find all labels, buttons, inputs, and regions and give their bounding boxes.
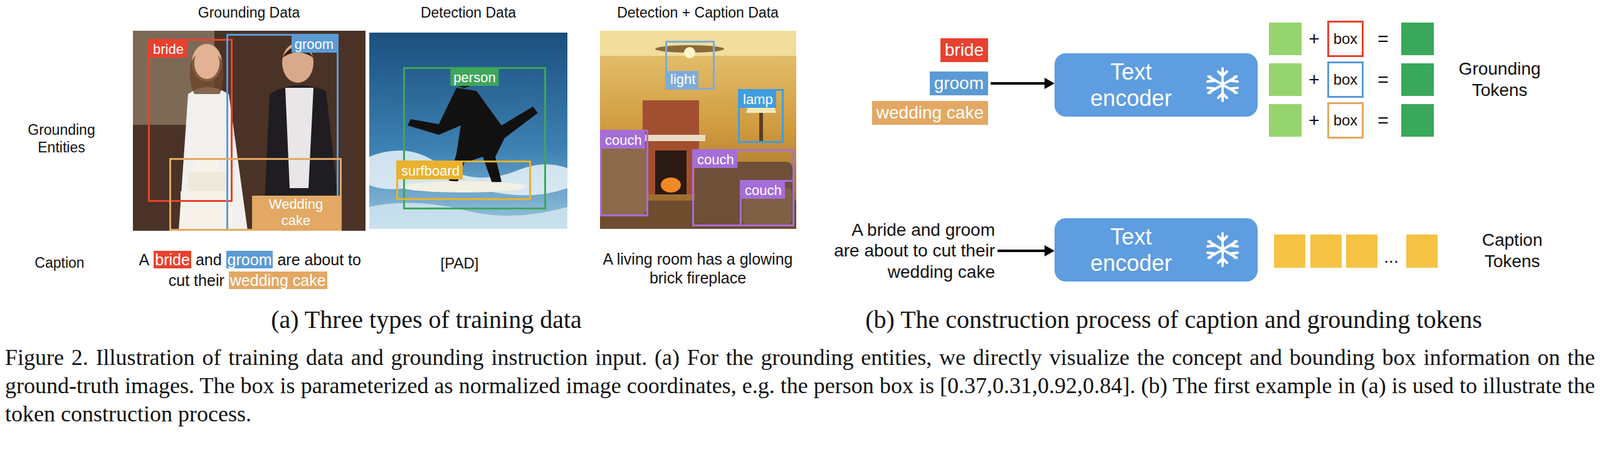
node-text: A bride and groom are about to cut their… <box>824 219 995 283</box>
caption-word: and <box>195 250 222 269</box>
entity-chip: groom <box>929 71 989 96</box>
entity-token <box>1268 22 1302 56</box>
node-text: groom <box>291 35 337 53</box>
figure-caption: Figure 2. Illustration of training data … <box>5 343 1595 429</box>
highlighted-entity: wedding cake <box>228 271 328 290</box>
text-label: Detection + Caption Data <box>616 4 779 22</box>
caption-token <box>1273 234 1306 268</box>
text-encoder-box: Text encoder <box>1054 53 1258 117</box>
text-label: Grounding Tokens <box>1449 58 1550 101</box>
caption-token <box>1406 234 1438 268</box>
caption-sentence: Abrideandgroomare about to cut theirwedd… <box>136 249 362 291</box>
entity-chip: wedding cake <box>872 100 989 125</box>
node-text: Text encoder <box>1077 58 1185 111</box>
living-room-photo <box>600 30 797 229</box>
surf-photo <box>369 32 568 229</box>
bounding-box: Wedding cake <box>169 157 342 231</box>
snowflake-icon <box>1207 68 1238 101</box>
text-label: Caption Tokens <box>1471 229 1553 272</box>
node-text: lamp <box>739 90 777 108</box>
node-text: box <box>1333 111 1358 130</box>
node-text: couch <box>741 181 785 199</box>
grounding-token <box>1401 22 1434 56</box>
text-label: Grounding Data <box>198 4 300 22</box>
entity-token <box>1268 63 1302 96</box>
text-label: + <box>1308 109 1320 132</box>
couch-shape <box>600 147 647 216</box>
ceiling <box>600 30 797 56</box>
groom-shirt <box>285 87 314 189</box>
arrow-connector <box>997 245 1055 257</box>
wedding-photo <box>132 30 366 231</box>
bounding-box: lamp <box>737 89 784 143</box>
caption-token <box>1310 234 1342 268</box>
text-label: = <box>1377 109 1389 132</box>
caption-word: A <box>139 250 150 269</box>
node-text: couch <box>601 131 646 149</box>
node-text: Wedding cake <box>252 195 340 229</box>
cake-tier <box>188 172 226 192</box>
arrow-line <box>990 82 1046 85</box>
bounding-box: bride <box>147 38 233 202</box>
text-encoder-box: Text encoder <box>1054 218 1258 282</box>
text-label: Caption <box>34 254 85 273</box>
fire <box>660 177 681 193</box>
grounding-token <box>1401 104 1434 137</box>
arrow-head <box>1044 245 1055 257</box>
box-token: box <box>1327 61 1364 98</box>
text-label: A living room has a glowing brick firepl… <box>600 249 795 288</box>
node-text: groom <box>934 72 984 95</box>
text-label: Detection Data <box>420 4 516 22</box>
node-text: bride <box>944 39 984 61</box>
box-token: box <box>1327 102 1364 139</box>
lamp-stand <box>759 112 764 142</box>
highlighted-entity: bride <box>153 250 192 269</box>
snowflake-icon <box>1207 233 1238 266</box>
brick-fireplace <box>642 100 700 195</box>
caption-token <box>1346 234 1378 268</box>
text-label: ... <box>1383 246 1399 268</box>
node-text: person <box>450 68 499 86</box>
entity-chip: bride <box>940 38 989 63</box>
fireplace-opening <box>655 150 687 195</box>
arrow-head <box>1044 77 1055 90</box>
node-text: surfboard <box>398 162 463 180</box>
text-label: + <box>1308 68 1320 91</box>
node-text: bride <box>149 40 187 58</box>
surfboard-shape <box>401 181 527 193</box>
fan-light <box>684 47 696 59</box>
arrow-line <box>997 249 1046 253</box>
highlighted-entity: groom <box>226 250 274 269</box>
frozen-snowflake <box>1207 68 1238 266</box>
grounding-token <box>1401 63 1434 96</box>
wave-foam <box>369 203 568 229</box>
node-text: box <box>1333 30 1358 48</box>
node-text: Text encoder <box>1077 223 1185 276</box>
bride-face <box>194 46 220 79</box>
bounding-box: person <box>403 67 547 210</box>
subfigure-caption: (b) The construction process of caption … <box>865 304 1482 335</box>
bounding-box: couch <box>739 179 795 227</box>
bounding-box: couch <box>600 129 649 217</box>
caption-input: A bride and groom are about to cut their… <box>824 219 995 283</box>
entity-token <box>1268 104 1302 137</box>
node-text: box <box>1333 70 1358 89</box>
text-label: Grounding Entities <box>14 121 109 157</box>
couch-shape <box>694 161 793 225</box>
node-text: wedding cake <box>876 102 984 124</box>
text-label: + <box>1308 27 1320 51</box>
arrow-connector <box>990 77 1055 90</box>
node-text: couch <box>694 151 738 169</box>
text-label: = <box>1377 27 1389 51</box>
bounding-box: light <box>665 40 715 90</box>
bounding-box: surfboard <box>396 160 532 200</box>
cake-tier <box>180 191 234 231</box>
subfigure-caption: (a) Three types of training data <box>270 304 582 335</box>
box-token: box <box>1327 20 1364 58</box>
text-label: [PAD] <box>440 254 479 273</box>
node-text: light <box>667 70 699 88</box>
text-label: = <box>1377 68 1389 91</box>
